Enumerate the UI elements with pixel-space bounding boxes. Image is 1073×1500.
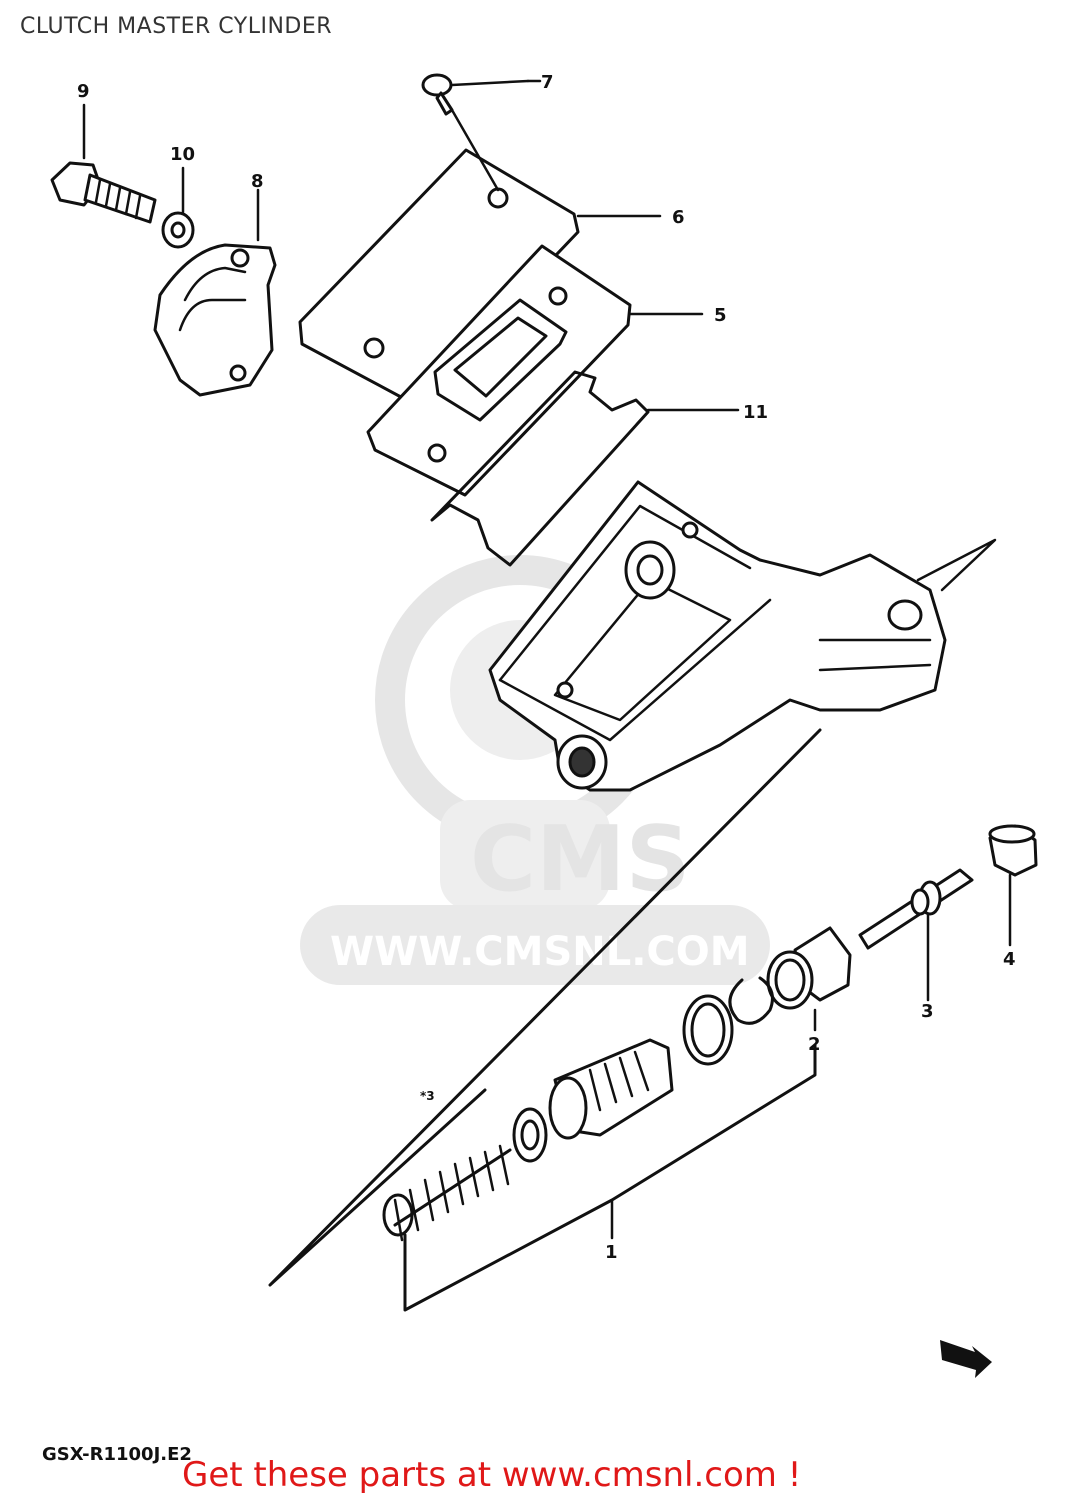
part-piston bbox=[548, 1038, 674, 1140]
part-push-rod bbox=[858, 868, 974, 1002]
model-code: GSX-R1100J.E2 bbox=[42, 1444, 192, 1465]
callout-7: 7 bbox=[541, 72, 554, 93]
part-cap bbox=[988, 824, 1038, 947]
part-diaphragm-plate bbox=[366, 244, 704, 497]
callout-4: 4 bbox=[1003, 949, 1016, 970]
part-screw bbox=[421, 73, 542, 116]
part-washer bbox=[161, 166, 195, 249]
part-spring bbox=[382, 1144, 512, 1242]
part-cup bbox=[512, 1107, 548, 1163]
part-o-ring bbox=[682, 994, 734, 1066]
part-bolt bbox=[50, 103, 157, 224]
callout-9: 9 bbox=[77, 81, 90, 102]
callout-8: 8 bbox=[251, 171, 264, 192]
watermark-url: WWW.CMSNL.COM bbox=[330, 929, 750, 975]
callout-11: 11 bbox=[743, 402, 768, 423]
part-holder bbox=[153, 188, 277, 397]
callout-6: 6 bbox=[672, 207, 685, 228]
watermark-brand: CMS bbox=[470, 807, 690, 912]
part-boot bbox=[766, 926, 852, 1032]
bracket-line-star3 bbox=[268, 728, 822, 1287]
callout-1: 1 bbox=[605, 1242, 618, 1263]
part-master-cylinder-body bbox=[488, 480, 997, 792]
callout-10: 10 bbox=[170, 144, 195, 165]
footer-link[interactable]: Get these parts at www.cmsnl.com ! bbox=[182, 1455, 802, 1495]
front-arrow-icon bbox=[940, 1340, 992, 1378]
callout-2: 2 bbox=[808, 1034, 821, 1055]
callout-3: 3 bbox=[921, 1001, 934, 1022]
page-title: CLUTCH MASTER CYLINDER bbox=[20, 14, 333, 39]
callout-5: 5 bbox=[714, 305, 727, 326]
part-diaphragm bbox=[430, 370, 740, 567]
star3-mark: *3 bbox=[420, 1089, 435, 1103]
part-circlip bbox=[728, 976, 774, 1025]
